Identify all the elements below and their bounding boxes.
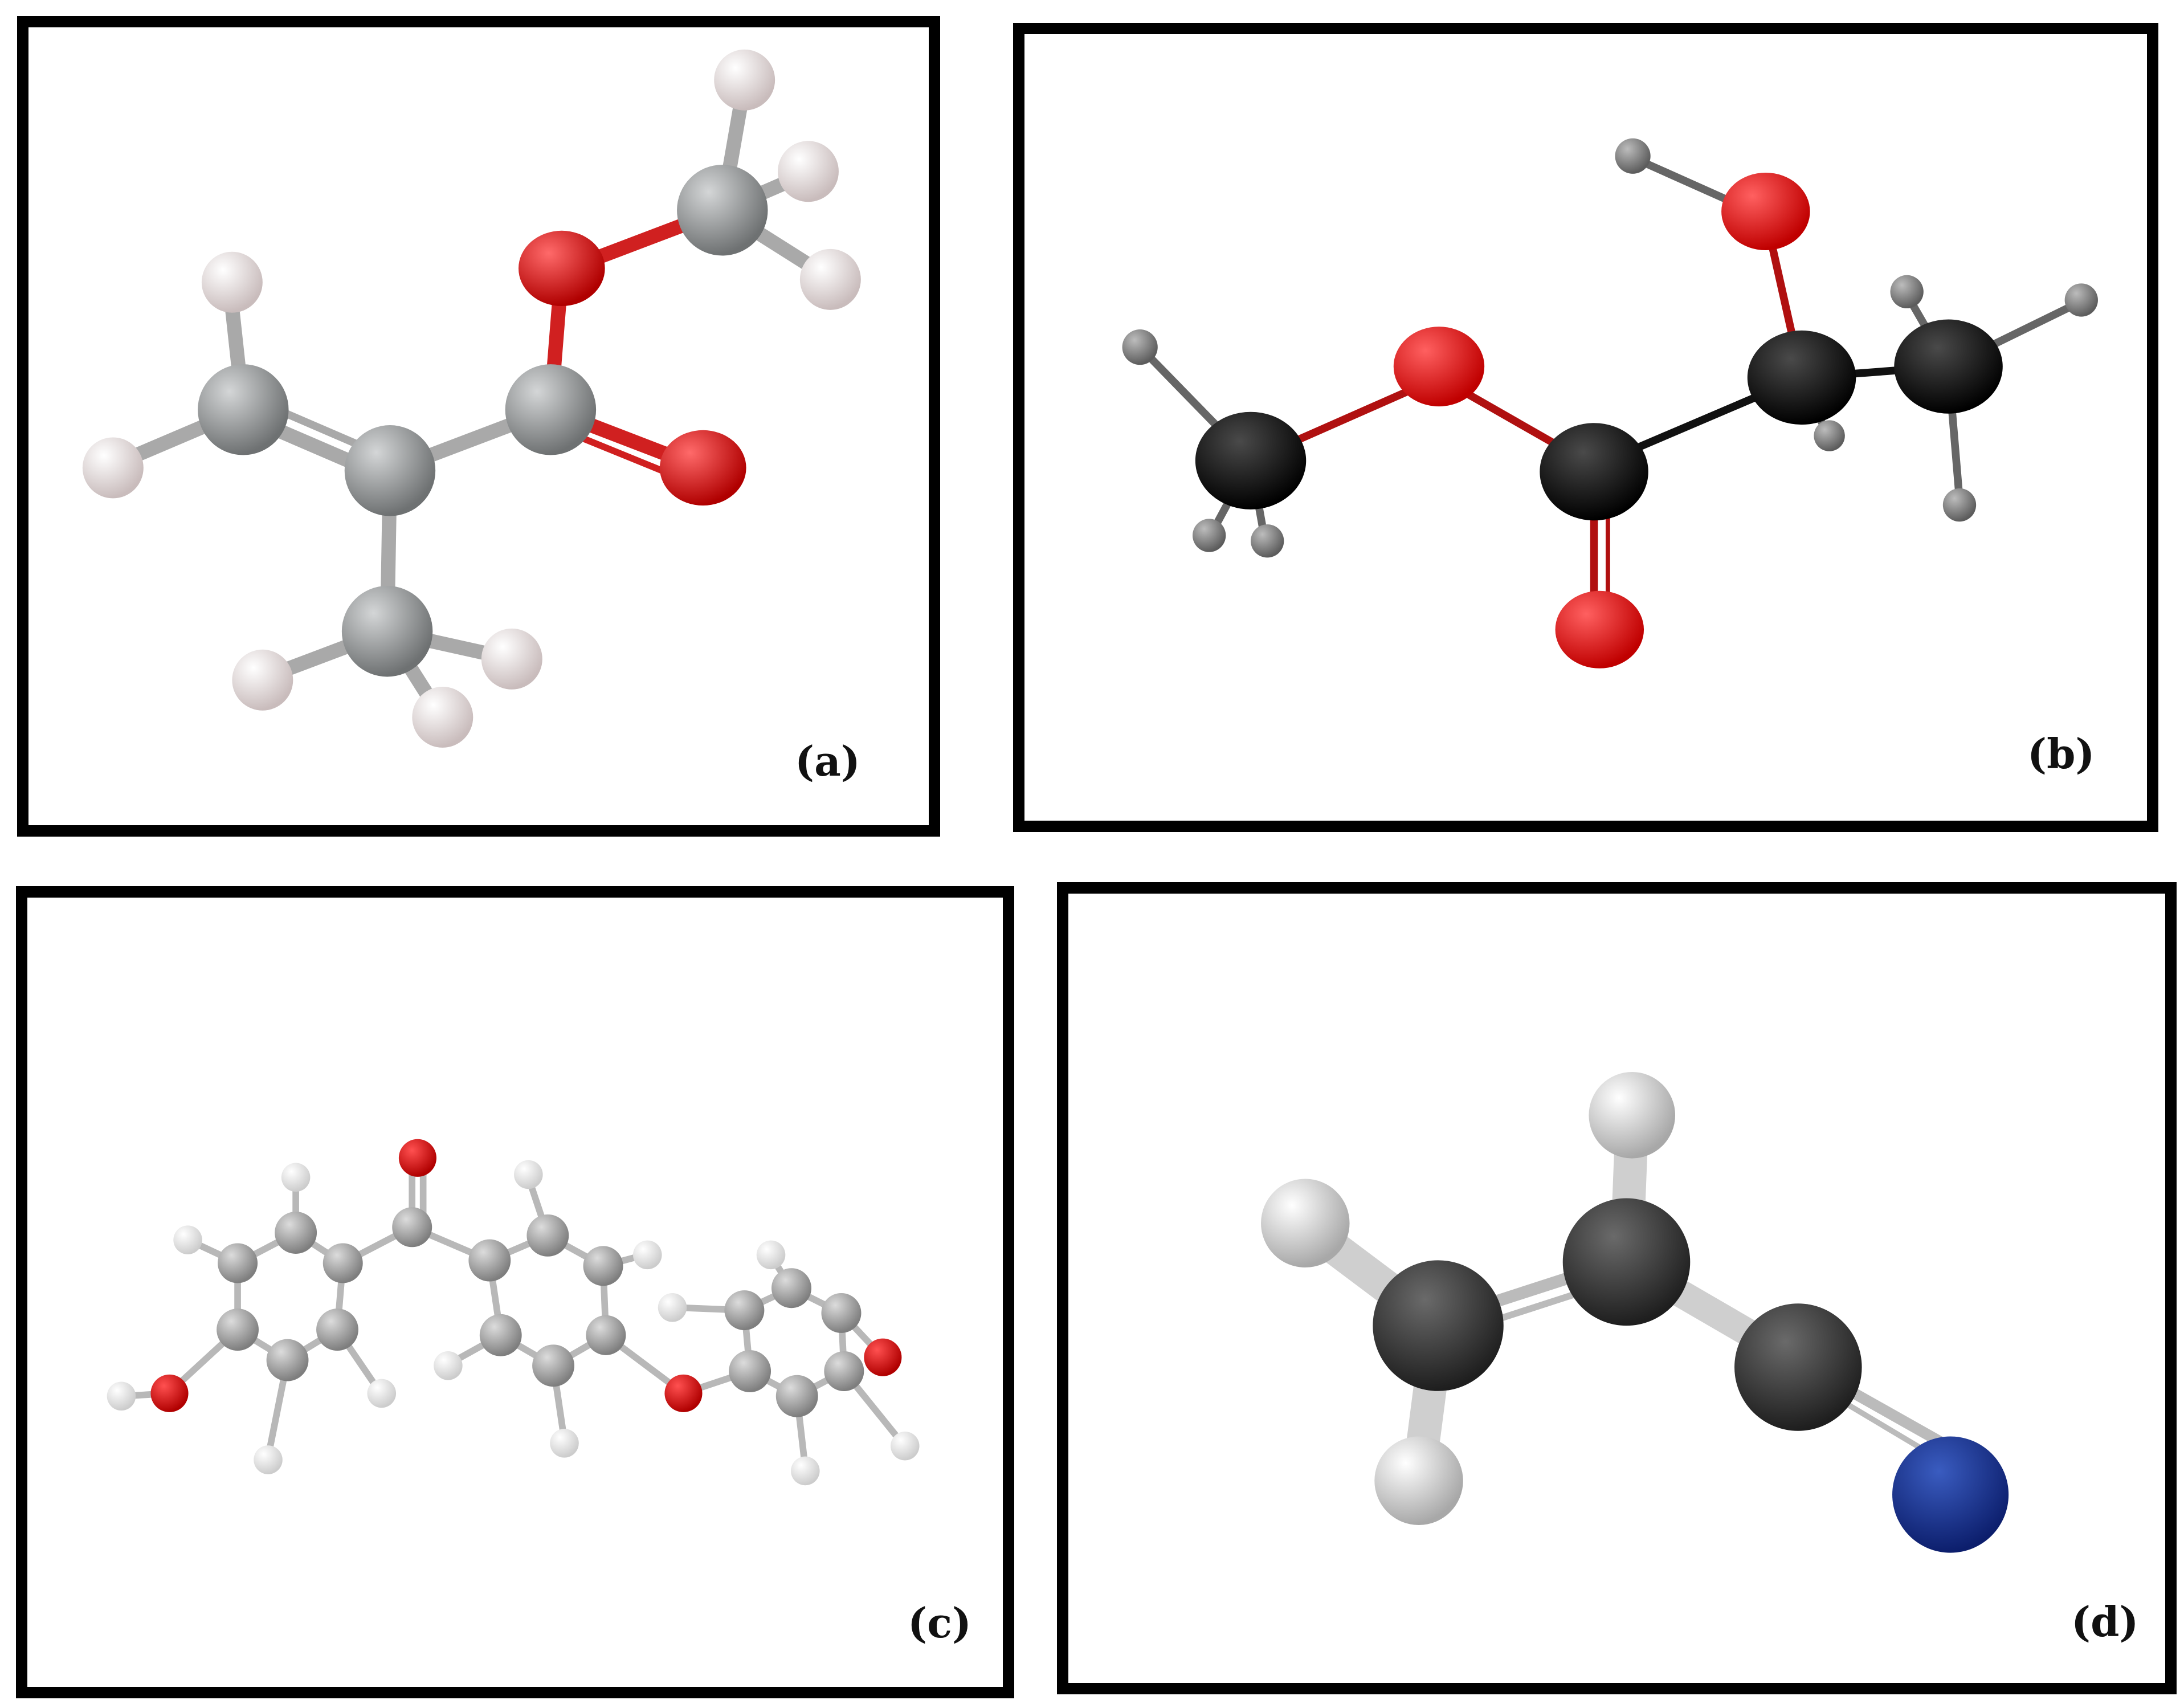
hydrogen-atom <box>756 1240 786 1270</box>
hydrogen-atom <box>633 1240 662 1270</box>
carbon-atom <box>775 1375 818 1417</box>
carbon-atom <box>1734 1303 1862 1431</box>
hydrogen-atom <box>1615 138 1651 174</box>
hydrogen-atom <box>82 437 144 499</box>
carbon-atom <box>505 364 597 455</box>
hydrogen-atom <box>514 1160 543 1189</box>
oxygen-atom <box>1555 590 1644 668</box>
hydrogen-atom <box>1589 1071 1676 1159</box>
oxygen-atom <box>1721 172 1810 251</box>
molecule-c-diagram <box>107 1139 920 1486</box>
carbon-atom <box>586 1315 626 1355</box>
hydrogen-atom <box>481 628 542 690</box>
panel-label: (d) <box>2071 1597 2139 1646</box>
carbon-atom <box>341 586 433 677</box>
atoms <box>82 49 861 748</box>
molecule-a-diagram <box>82 49 861 748</box>
hydrogen-atom <box>1890 275 1924 309</box>
carbon-atom <box>1562 1198 1691 1326</box>
carbon-atom <box>724 1290 765 1331</box>
panel-c: (c) <box>16 886 1014 1698</box>
oxygen-atom <box>659 430 746 506</box>
carbon-atom <box>824 1351 864 1391</box>
carbon-atom <box>1373 1260 1504 1391</box>
carbon-atom <box>771 1268 811 1308</box>
carbon-atom <box>316 1308 358 1351</box>
hydrogen-atom <box>232 649 293 711</box>
carbon-atom <box>266 1339 309 1381</box>
carbon-atom <box>218 1243 258 1283</box>
hydrogen-atom <box>1193 519 1226 552</box>
hydrogen-atom <box>1261 1179 1350 1268</box>
hydrogen-atom <box>799 248 861 310</box>
atoms <box>1122 138 2098 668</box>
panel-label: (b) <box>2027 729 2095 778</box>
carbon-atom <box>275 1212 317 1254</box>
carbon-atom <box>821 1293 862 1333</box>
carbon-atom <box>1540 423 1648 521</box>
hydrogen-atom <box>1942 488 1977 522</box>
hydrogen-atom <box>412 686 473 748</box>
molecule-b-diagram <box>1122 138 2098 668</box>
hydrogen-atom <box>1814 420 1845 451</box>
carbon-atom <box>1747 330 1856 425</box>
carbon-atom <box>1195 411 1307 509</box>
carbon-atom <box>583 1246 623 1286</box>
hydrogen-atom <box>791 1456 820 1486</box>
carbon-atom <box>344 425 436 516</box>
hydrogen-atom <box>2064 283 2098 317</box>
hydrogen-atom <box>890 1431 920 1461</box>
carbon-atom <box>677 165 768 256</box>
carbon-atom <box>526 1214 569 1257</box>
atoms <box>107 1139 920 1486</box>
panel-b: (b) <box>1013 23 2158 832</box>
nitrogen-atom <box>1892 1436 2009 1553</box>
hydrogen-atom <box>1122 329 1158 365</box>
molecule-d-diagram <box>1261 1071 2009 1553</box>
hydrogen-atom <box>714 49 775 111</box>
oxygen-atom <box>664 1374 703 1412</box>
oxygen-atom <box>398 1139 436 1177</box>
panel-label: (c) <box>908 1599 971 1647</box>
hydrogen-atom <box>434 1351 463 1380</box>
hydrogen-atom <box>201 251 263 313</box>
carbon-atom <box>198 364 289 455</box>
carbon-atom <box>217 1308 259 1351</box>
carbon-atom <box>729 1350 771 1392</box>
oxygen-atom <box>519 230 605 307</box>
hydrogen-atom <box>107 1381 136 1411</box>
carbon-atom <box>392 1207 432 1248</box>
hydrogen-atom <box>367 1379 397 1408</box>
atoms <box>1261 1071 2009 1553</box>
oxygen-atom <box>1393 327 1485 407</box>
hydrogen-atom <box>281 1163 311 1192</box>
hydrogen-atom <box>658 1293 687 1322</box>
hydrogen-atom <box>778 141 839 202</box>
panel-d: (d) <box>1057 882 2177 1694</box>
hydrogen-atom <box>1251 524 1284 558</box>
carbon-atom <box>1894 319 2003 414</box>
panel-label: (a) <box>795 737 860 785</box>
carbon-atom <box>479 1314 522 1356</box>
hydrogen-atom <box>550 1429 579 1458</box>
oxygen-atom <box>150 1374 189 1412</box>
carbon-atom <box>323 1243 363 1283</box>
panel-a: (a) <box>17 16 940 837</box>
carbon-atom <box>532 1344 574 1387</box>
hydrogen-atom <box>1374 1436 1463 1525</box>
carbon-atom <box>468 1239 511 1282</box>
hydrogen-atom <box>173 1225 202 1254</box>
oxygen-atom <box>864 1338 902 1376</box>
hydrogen-atom <box>254 1445 283 1474</box>
